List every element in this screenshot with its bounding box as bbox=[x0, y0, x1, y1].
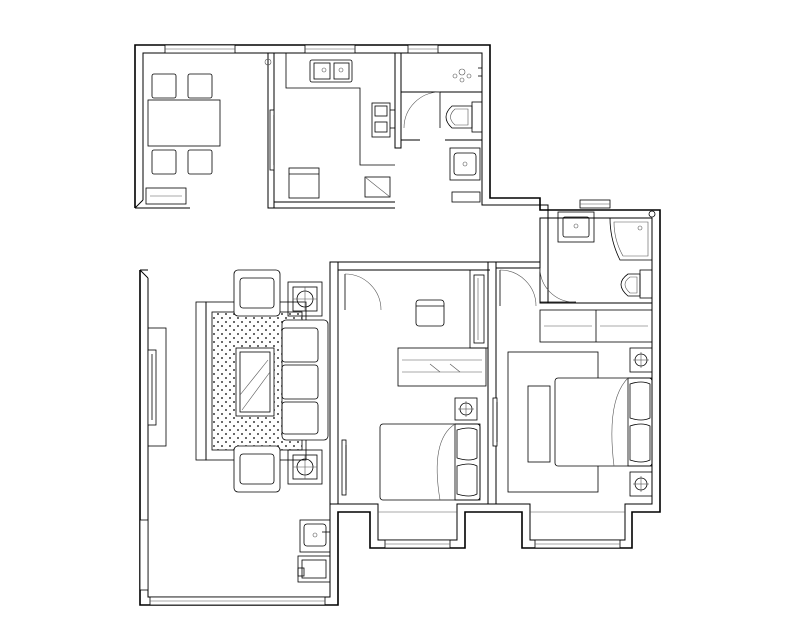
balcony-left bbox=[297, 519, 331, 583]
dining-area bbox=[145, 58, 272, 205]
bedroom-master bbox=[507, 309, 653, 497]
kitchen bbox=[285, 53, 395, 199]
windows bbox=[139, 44, 621, 606]
bedroom-secondary bbox=[379, 269, 489, 501]
bathroom-upper bbox=[445, 67, 483, 203]
doors bbox=[269, 91, 576, 496]
interior-walls bbox=[267, 52, 652, 505]
bathroom-lower bbox=[557, 210, 656, 299]
living-room bbox=[147, 269, 329, 493]
